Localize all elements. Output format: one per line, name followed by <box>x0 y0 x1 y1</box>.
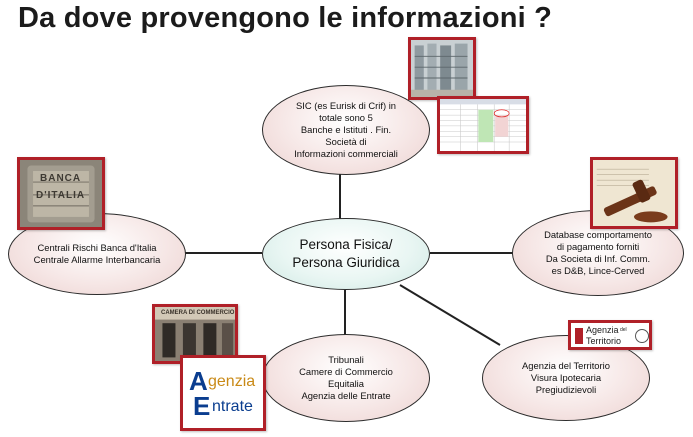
sic-line-2: totale sono 5 <box>319 112 373 123</box>
center-line-2: Persona Giuridica <box>292 255 400 270</box>
node-sic: SIC (es Eurisk di Crif) in totale sono 5… <box>262 85 430 175</box>
entrate-line2: ntrate <box>212 398 253 415</box>
centrali-line-2: Centrale Allarme Interbancaria <box>33 254 161 265</box>
archive-shelves-image <box>408 37 476 100</box>
database-line-4: es D&B, Lince-Cerved <box>551 265 645 276</box>
sic-line-1: SIC (es Eurisk di Crif) in <box>295 100 397 111</box>
center-line-1: Persona Fisica/ <box>299 237 393 252</box>
node-database: Database comportamento di pagamento forn… <box>512 210 684 296</box>
banca-text-bottom: D'ITALIA <box>36 190 86 201</box>
tribunali-line-1: Tribunali <box>328 354 364 365</box>
territorio-logo-small: del <box>620 327 627 333</box>
centrali-line-1: Centrali Rischi Banca d'Italia <box>37 242 157 253</box>
camera-commercio-image: CAMERA DI COMMERCIO <box>152 304 238 364</box>
center-node: Persona Fisica/ Persona Giuridica <box>262 218 430 290</box>
tribunali-line-4: Agenzia delle Entrate <box>301 390 391 401</box>
territorio-logo-line2: Territorio <box>586 336 622 346</box>
territorio-line-1: Agenzia del Territorio <box>522 360 610 371</box>
tribunali-line-3: Equitalia <box>328 378 364 389</box>
connector-territorio <box>399 284 501 346</box>
sic-line-4: Società di <box>325 136 367 147</box>
agenzia-territorio-logo: Agenzia del Territorio <box>568 320 652 350</box>
emblem-icon <box>635 329 649 343</box>
node-territorio: Agenzia del Territorio Visura Ipotecaria… <box>482 335 650 421</box>
banca-text-top: BANCA <box>40 173 82 184</box>
banca-italia-image: BANCA D'ITALIA <box>17 157 105 230</box>
territorio-line-2: Visura Ipotecaria <box>530 372 602 383</box>
database-line-1: Database comportamento <box>544 229 652 240</box>
sic-line-3: Banche e Istituti . Fin. <box>300 124 392 135</box>
entrate-line1: genzia <box>208 373 256 390</box>
node-tribunali: Tribunali Camere di Commercio Equitalia … <box>262 334 430 422</box>
spreadsheet-image <box>437 96 529 154</box>
gavel-image <box>590 157 678 229</box>
entrate-e-glyph: E <box>193 391 211 421</box>
agenzia-entrate-logo: A genzia E ntrate <box>180 355 266 431</box>
territorio-line-3: Pregiudizievoli <box>535 384 597 395</box>
database-line-3: Da Societa di Inf. Comm. <box>545 253 651 264</box>
page-title: Da dove provengono le informazioni ? <box>18 2 553 34</box>
database-line-2: di pagamento forniti <box>556 241 640 252</box>
sic-line-5: Informazioni commerciali <box>294 148 398 159</box>
territorio-logo-line1: Agenzia <box>586 325 619 335</box>
tribunali-line-2: Camere di Commercio <box>299 366 393 377</box>
camera-text: CAMERA DI COMMERCIO <box>161 310 235 316</box>
territorio-logo-mark <box>575 328 583 344</box>
entrate-a-glyph: A <box>189 366 208 396</box>
